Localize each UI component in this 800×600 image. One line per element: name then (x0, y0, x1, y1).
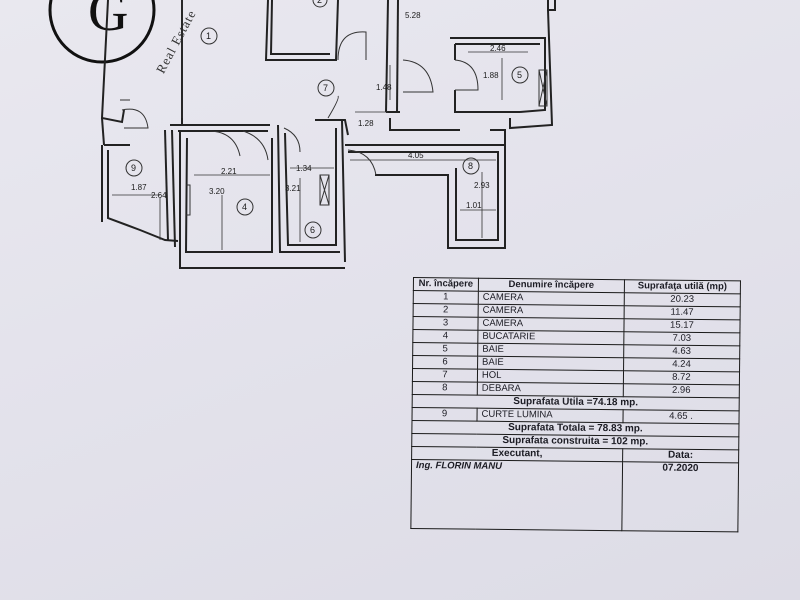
row-nr: 3 (412, 316, 479, 331)
dim-134: 1.34 (296, 164, 312, 173)
row-name: HOL (477, 369, 624, 384)
dim-148: 1.48 (376, 83, 392, 92)
row-name: CAMERA (478, 304, 625, 319)
row-name: BAIE (477, 343, 624, 358)
row-name: CURTE LUMINA (476, 408, 624, 423)
row-nr: 1 (413, 290, 479, 305)
dimension-lines (112, 0, 528, 250)
row-area: 7.03 (623, 331, 740, 346)
room-label-9: 9 (131, 163, 136, 173)
row-name: CAMERA (477, 317, 624, 332)
room-label-7: 7 (323, 83, 328, 93)
dim-264: 2.64 (151, 191, 167, 200)
dim-221: 2.21 (221, 167, 237, 176)
dim-405: 4.05 (408, 151, 424, 160)
walls (100, 0, 556, 269)
row-area: 11.47 (623, 305, 741, 320)
dim-188: 1.88 (483, 71, 499, 80)
room-label-1: 1 (206, 31, 211, 41)
row-name: DEBARA (477, 382, 624, 397)
dimension-labels: 5.28 2.46 1.88 1.48 1.28 1.34 2.21 3.20 … (131, 11, 506, 210)
header-area: Suprafaţa utilă (mp) (624, 279, 741, 294)
executant-row: Ing. FLORIN MANU 07.2020 (410, 459, 739, 532)
row-nr: 8 (412, 381, 478, 396)
logo: G Real Estate (48, 0, 199, 76)
room-label-5: 5 (517, 70, 522, 80)
executant-name: Ing. FLORIN MANU (410, 459, 623, 531)
header-nr: Nr. încăpere (413, 277, 479, 292)
row-nr: 9 (411, 407, 478, 422)
room-label-6: 6 (310, 225, 315, 235)
date-value: 07.2020 (621, 461, 739, 532)
row-area: 4.65 . (622, 409, 740, 424)
row-name: BUCATARIE (477, 330, 624, 345)
row-area: 8.72 (623, 370, 740, 385)
room-labels: 1 2 5 7 9 4 6 8 (125, 0, 529, 239)
dim-528: 5.28 (405, 11, 421, 20)
logo-ring (48, 0, 156, 64)
row-area: 20.23 (624, 292, 741, 307)
dim-293: 2.93 (474, 181, 490, 190)
room-label-2: 2 (317, 0, 322, 5)
dim-246: 2.46 (490, 44, 506, 53)
row-name: BAIE (477, 356, 624, 371)
dim-101: 1.01 (466, 201, 482, 210)
row-name: CAMERA (478, 291, 625, 306)
data-label: Data: (622, 448, 739, 463)
area-table: Nr. încăpere Denumire încăpere Suprafaţa… (410, 277, 741, 532)
row-nr: 2 (413, 303, 479, 318)
logo-subtitle: Real Estate (153, 7, 199, 76)
row-nr: 5 (412, 342, 478, 357)
dim-321: 3.21 (285, 184, 301, 193)
room-label-8: 8 (468, 161, 473, 171)
row-nr: 7 (412, 368, 478, 383)
row-nr: 6 (412, 355, 478, 370)
dim-128: 1.28 (358, 119, 374, 128)
row-area: 2.96 (623, 383, 740, 398)
doors (121, 31, 479, 176)
row-area: 15.17 (623, 318, 741, 333)
dim-320: 3.20 (209, 187, 225, 196)
row-area: 4.63 (623, 344, 740, 359)
row-nr: 4 (412, 329, 478, 344)
room-label-4: 4 (242, 202, 247, 212)
row-area: 4.24 (623, 357, 740, 372)
dim-187: 1.87 (131, 183, 147, 192)
